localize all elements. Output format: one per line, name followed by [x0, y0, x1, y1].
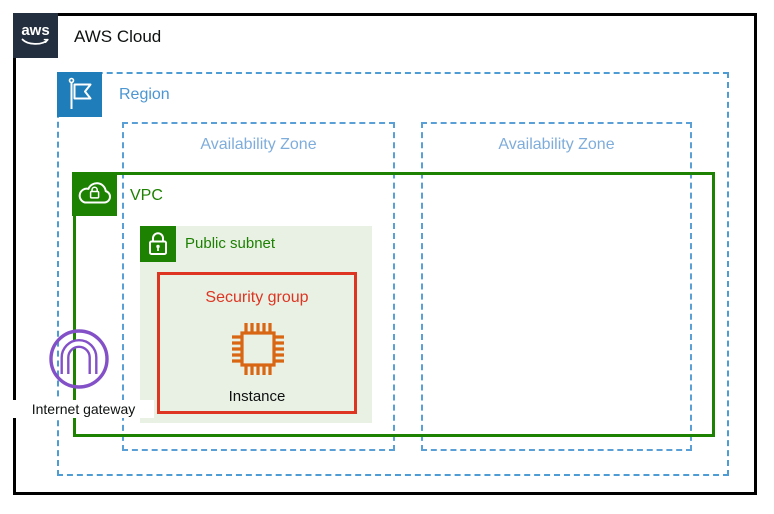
internet-gateway-label: Internet gateway — [13, 400, 154, 419]
availability-zone-1-box — [122, 122, 395, 451]
instance-chip-icon — [229, 320, 287, 378]
availability-zone-1-label: Availability Zone — [200, 136, 317, 153]
aws-logo: aws — [13, 13, 58, 58]
availability-zone-2-label: Availability Zone — [498, 136, 615, 153]
public-subnet-label: Public subnet — [185, 235, 276, 252]
aws-cloud-box — [13, 13, 757, 495]
subnet-lock-icon — [140, 226, 176, 262]
instance-label: Instance — [228, 388, 286, 405]
security-group-label: Security group — [205, 289, 309, 306]
internet-gateway-icon — [47, 327, 111, 391]
vpc-label: VPC — [130, 187, 163, 204]
public-subnet-box — [140, 226, 372, 423]
region-label: Region — [119, 86, 170, 103]
availability-zone-2-box — [421, 122, 692, 451]
region-flag-icon — [57, 72, 102, 117]
vpc-cloud-icon — [72, 172, 117, 216]
vpc-box — [73, 172, 715, 437]
aws-logo-icon: aws — [21, 22, 50, 45]
region-box — [57, 72, 729, 476]
security-group-box — [157, 272, 357, 414]
aws-cloud-label: AWS Cloud — [74, 27, 162, 46]
aws-logo-text: aws — [21, 22, 49, 39]
